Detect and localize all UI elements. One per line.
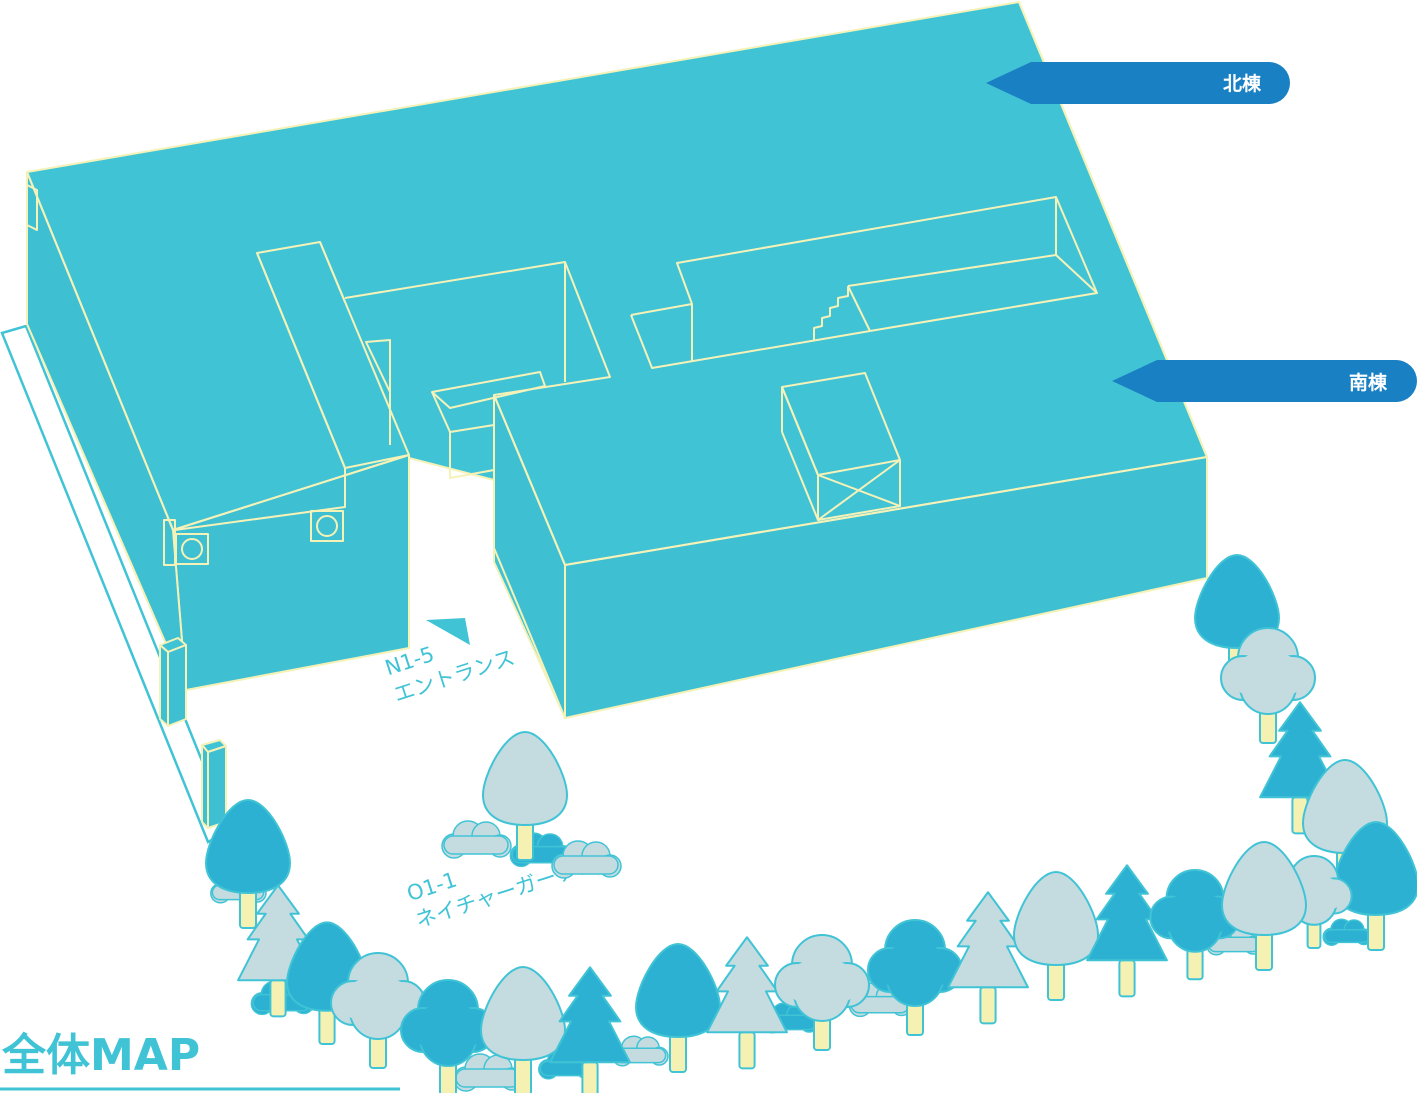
round-tree (204, 798, 292, 929)
pillar (159, 637, 227, 829)
tag-south-building[interactable]: 南棟 (1112, 360, 1417, 402)
round-tree (1220, 840, 1308, 971)
round-tree (1332, 820, 1417, 951)
main-building[interactable] (26, 1, 1208, 719)
courtyard-center (344, 261, 611, 479)
bush (551, 840, 622, 879)
pine-tree (706, 936, 788, 1070)
cloud-tree (774, 934, 870, 1051)
pine-tree (549, 966, 631, 1093)
pine-tree (1086, 864, 1168, 998)
cloud-tree (1149, 869, 1241, 981)
cloud-tree (867, 919, 963, 1036)
round-tree (1012, 870, 1100, 1001)
bush (1322, 918, 1373, 946)
tag-north-building[interactable]: 北棟 (986, 62, 1290, 104)
tag-south-label: 南棟 (1349, 371, 1388, 394)
entrance-arrow-icon (426, 618, 470, 645)
bush (441, 820, 512, 859)
cloud-tree (1220, 627, 1316, 744)
pine-tree (947, 891, 1029, 1025)
cloud-tree (330, 952, 426, 1069)
courtyard-east (630, 196, 1098, 369)
round-tree (479, 965, 567, 1093)
tag-north-label: 北棟 (1223, 72, 1262, 95)
round-tree (481, 730, 569, 861)
round-tree (634, 942, 722, 1073)
south-roof-box (781, 372, 901, 521)
pine-tree (1259, 701, 1341, 835)
trees (204, 553, 1417, 1093)
map-title: 全体MAP (1, 1030, 200, 1081)
west-wing (174, 241, 410, 531)
door-symbols (26, 184, 344, 566)
